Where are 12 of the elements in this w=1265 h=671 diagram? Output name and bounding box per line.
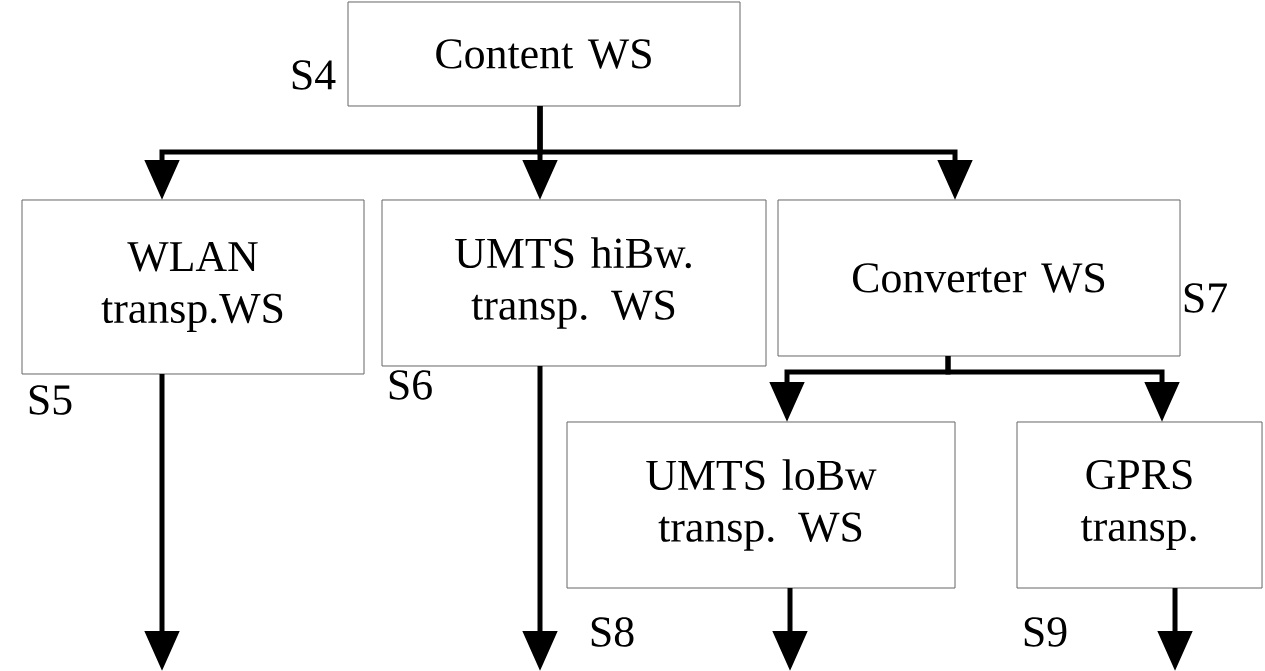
step-label: S4	[292, 60, 336, 90]
step-label: S6	[389, 370, 432, 400]
process-box: Converter WS	[777, 199, 1181, 357]
process-box: WLAN transp.WS	[21, 199, 365, 375]
process-box: UMTS hiBw. transp. WS	[381, 199, 767, 367]
process-box: Content WS	[347, 1, 741, 107]
step-label: S5	[29, 385, 72, 415]
process-box: UMTS loBw transp. WS	[566, 421, 956, 589]
step-label: S9	[1024, 617, 1067, 647]
process-box: GPRS transp.	[1016, 421, 1263, 589]
step-label: S8	[591, 617, 634, 647]
step-label: S7	[1184, 283, 1227, 313]
